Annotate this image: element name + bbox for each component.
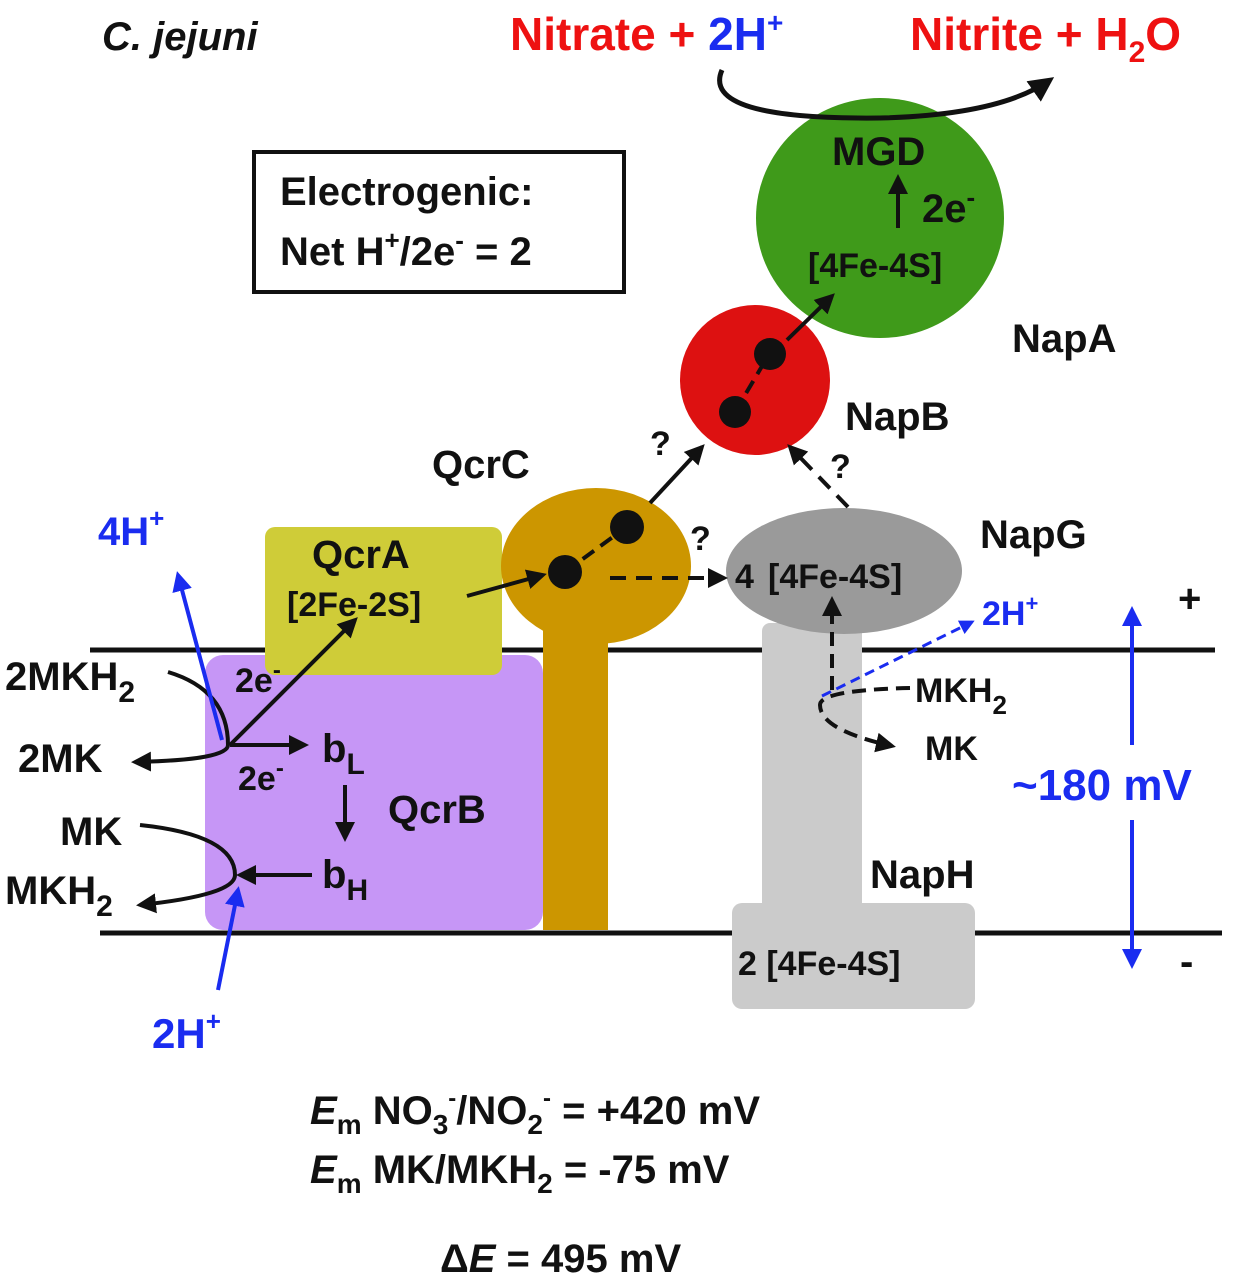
qcrc-heme-dot	[548, 555, 582, 589]
membrane-minus-label: -	[1180, 940, 1193, 984]
qcrc-heme-dot	[610, 510, 644, 544]
proton-release-arrow	[172, 571, 224, 741]
napa-shape	[756, 98, 1004, 338]
mk-reduction-curve	[136, 823, 238, 914]
reaction-arrow	[717, 68, 1055, 121]
reaction-products: Nitrite + H2O	[910, 8, 1181, 69]
question-mark: ?	[650, 425, 671, 463]
napgh-mk-label: MK	[925, 730, 978, 768]
napg-count-label: 4	[735, 558, 754, 596]
bl-electrons-label: 2e-	[238, 755, 284, 798]
napgh-proton-arrow	[821, 620, 975, 698]
electrogenic-line2: Net H+/2e- = 2	[280, 225, 532, 274]
electrogenic-line1: Electrogenic:	[280, 170, 533, 214]
qcrc-to-napb-arrow	[648, 444, 705, 505]
napb-to-napa-arrow	[785, 293, 835, 342]
proton-uptake-arrow	[216, 886, 245, 991]
qcra-to-qcrc-arrow	[466, 569, 547, 598]
napg-label: NapG	[980, 513, 1087, 557]
qcrb-shape	[205, 655, 543, 930]
potential-line-menaquinone: Em MK/MKH2 = -75 mV	[310, 1148, 730, 1199]
napg-shape	[726, 508, 962, 634]
membrane-potential-label: ~180 mV	[1012, 761, 1192, 810]
napg-cluster-label: [4Fe-4S]	[768, 558, 902, 596]
napgh-quinol-curve	[817, 686, 911, 753]
left-top-protons: 4H+	[98, 503, 164, 554]
napb-heme-dot	[754, 338, 786, 370]
napgh-protons-label: 2H+	[982, 591, 1038, 633]
left-mk-top: 2MK	[18, 737, 103, 781]
left-bottom-protons: 2H+	[152, 1006, 221, 1057]
napb-label: NapB	[845, 395, 949, 439]
potential-line-nitrate: Em NO3-/NO2- = +420 mV	[310, 1085, 760, 1140]
qcra-electrons-label: 2e-	[235, 657, 281, 700]
naph-stalk	[762, 623, 862, 923]
left-mk-bottom: MK	[60, 810, 122, 854]
mkh2-oxidation-curve	[131, 670, 231, 772]
napb-heme-dot	[719, 396, 751, 428]
napgh-mkh2-label: MKH2	[915, 672, 1007, 720]
left-mkh2-top: 2MKH2	[5, 655, 135, 709]
naph-cluster-label: 2 [4Fe-4S]	[738, 945, 901, 983]
heme-bl-label: bL	[322, 727, 365, 781]
qcra-label: QcrA	[312, 533, 410, 577]
naph-label: NapH	[870, 853, 974, 897]
membrane-plus-label: +	[1178, 577, 1201, 621]
organism-title: C. jejuni	[102, 15, 258, 59]
qcrc-stalk	[543, 600, 608, 930]
napb-shape	[680, 305, 830, 455]
question-mark: ?	[690, 520, 711, 558]
qcra-cluster-label: [2Fe-2S]	[287, 586, 421, 624]
napa-mgd-label: MGD	[832, 130, 925, 174]
napa-cluster-label: [4Fe-4S]	[808, 247, 942, 285]
electrogenic-box	[252, 150, 626, 294]
qo-site-to-qcra-arrow	[228, 617, 358, 747]
heme-bh-label: bH	[322, 853, 368, 907]
question-mark: ?	[830, 448, 851, 486]
napa-electrons-label: 2e-	[922, 182, 975, 231]
qcrc-label: QcrC	[432, 443, 530, 487]
qcrb-label: QcrB	[388, 788, 486, 832]
potential-delta-line: ΔE = 495 mV	[440, 1237, 681, 1281]
qcra-shape	[265, 527, 502, 675]
left-mkh2-bottom: MKH2	[5, 869, 113, 923]
napg-to-napb-arrow	[787, 444, 850, 509]
napa-label: NapA	[1012, 317, 1116, 361]
naph-base	[732, 903, 975, 1009]
reaction-equation: Nitrate + 2H+	[510, 7, 783, 60]
qcrc-shape	[501, 488, 691, 644]
